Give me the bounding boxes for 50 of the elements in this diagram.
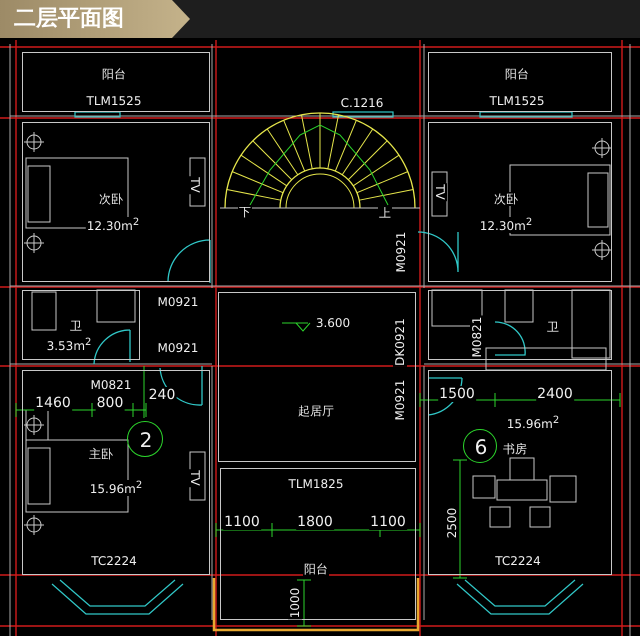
- plan-label: TV: [188, 176, 202, 194]
- plan-label: M0921: [156, 295, 200, 309]
- axis-bubble: [127, 421, 163, 457]
- plan-label: M0821: [90, 378, 132, 392]
- room-label: TLM1525: [86, 94, 142, 108]
- plan-label: 上: [378, 206, 392, 220]
- plan-label: 1500: [438, 386, 476, 402]
- room-label: 15.96m$^{2}$: [88, 480, 144, 496]
- plan-label: 800: [96, 395, 124, 411]
- room-label: 阳台: [101, 67, 127, 81]
- room-label: TC2224: [494, 554, 542, 568]
- plan-label: TV: [433, 183, 447, 201]
- plan-label: 1100: [369, 514, 407, 530]
- room-label: 15.96m$^{2}$: [506, 415, 560, 431]
- room-label: 卫: [69, 319, 83, 333]
- room-label: 主卧: [88, 447, 114, 461]
- room-label: 阳台: [504, 67, 530, 81]
- room-outline: [22, 290, 140, 360]
- title-banner: 二层平面图: [0, 0, 190, 38]
- plan-label: M0821: [470, 316, 484, 358]
- room-outline: [428, 52, 612, 112]
- plan-label: 1800: [296, 514, 334, 530]
- plan-label: M0921: [156, 341, 200, 355]
- room-label: 次卧: [493, 192, 519, 206]
- room-label: 次卧: [98, 192, 124, 206]
- room-label: 12.30m$^{2}$: [478, 217, 534, 233]
- plan-label: C.1216: [340, 96, 384, 110]
- plan-label: 2500: [445, 506, 459, 540]
- plan-label: 3.600: [314, 316, 352, 330]
- room-outline: [428, 290, 612, 360]
- plan-label: 下: [238, 205, 252, 219]
- plan-label: M0921: [393, 378, 407, 422]
- room-label: 阳台: [303, 562, 329, 576]
- room-label: TC2224: [90, 554, 138, 568]
- room-outline: [22, 52, 210, 112]
- plan-label: 2400: [536, 386, 574, 402]
- room-label: 起居厅: [297, 404, 335, 418]
- room-label: 3.53m$^{2}$: [46, 337, 92, 353]
- plan-label: M0921: [394, 230, 408, 274]
- plan-label: TV: [188, 469, 202, 487]
- plan-label: 1100: [223, 514, 261, 530]
- plan-label: DK0921: [393, 317, 407, 367]
- axis-bubble: [463, 429, 497, 463]
- plan-label: 1460: [34, 395, 72, 411]
- room-label: 卫: [546, 320, 560, 334]
- room-label: 书房: [502, 442, 528, 456]
- room-label: TLM1825: [288, 477, 344, 491]
- room-label: TLM1525: [488, 94, 546, 108]
- plan-label: 1000: [288, 586, 302, 620]
- room-label: 12.30m$^{2}$: [86, 217, 140, 233]
